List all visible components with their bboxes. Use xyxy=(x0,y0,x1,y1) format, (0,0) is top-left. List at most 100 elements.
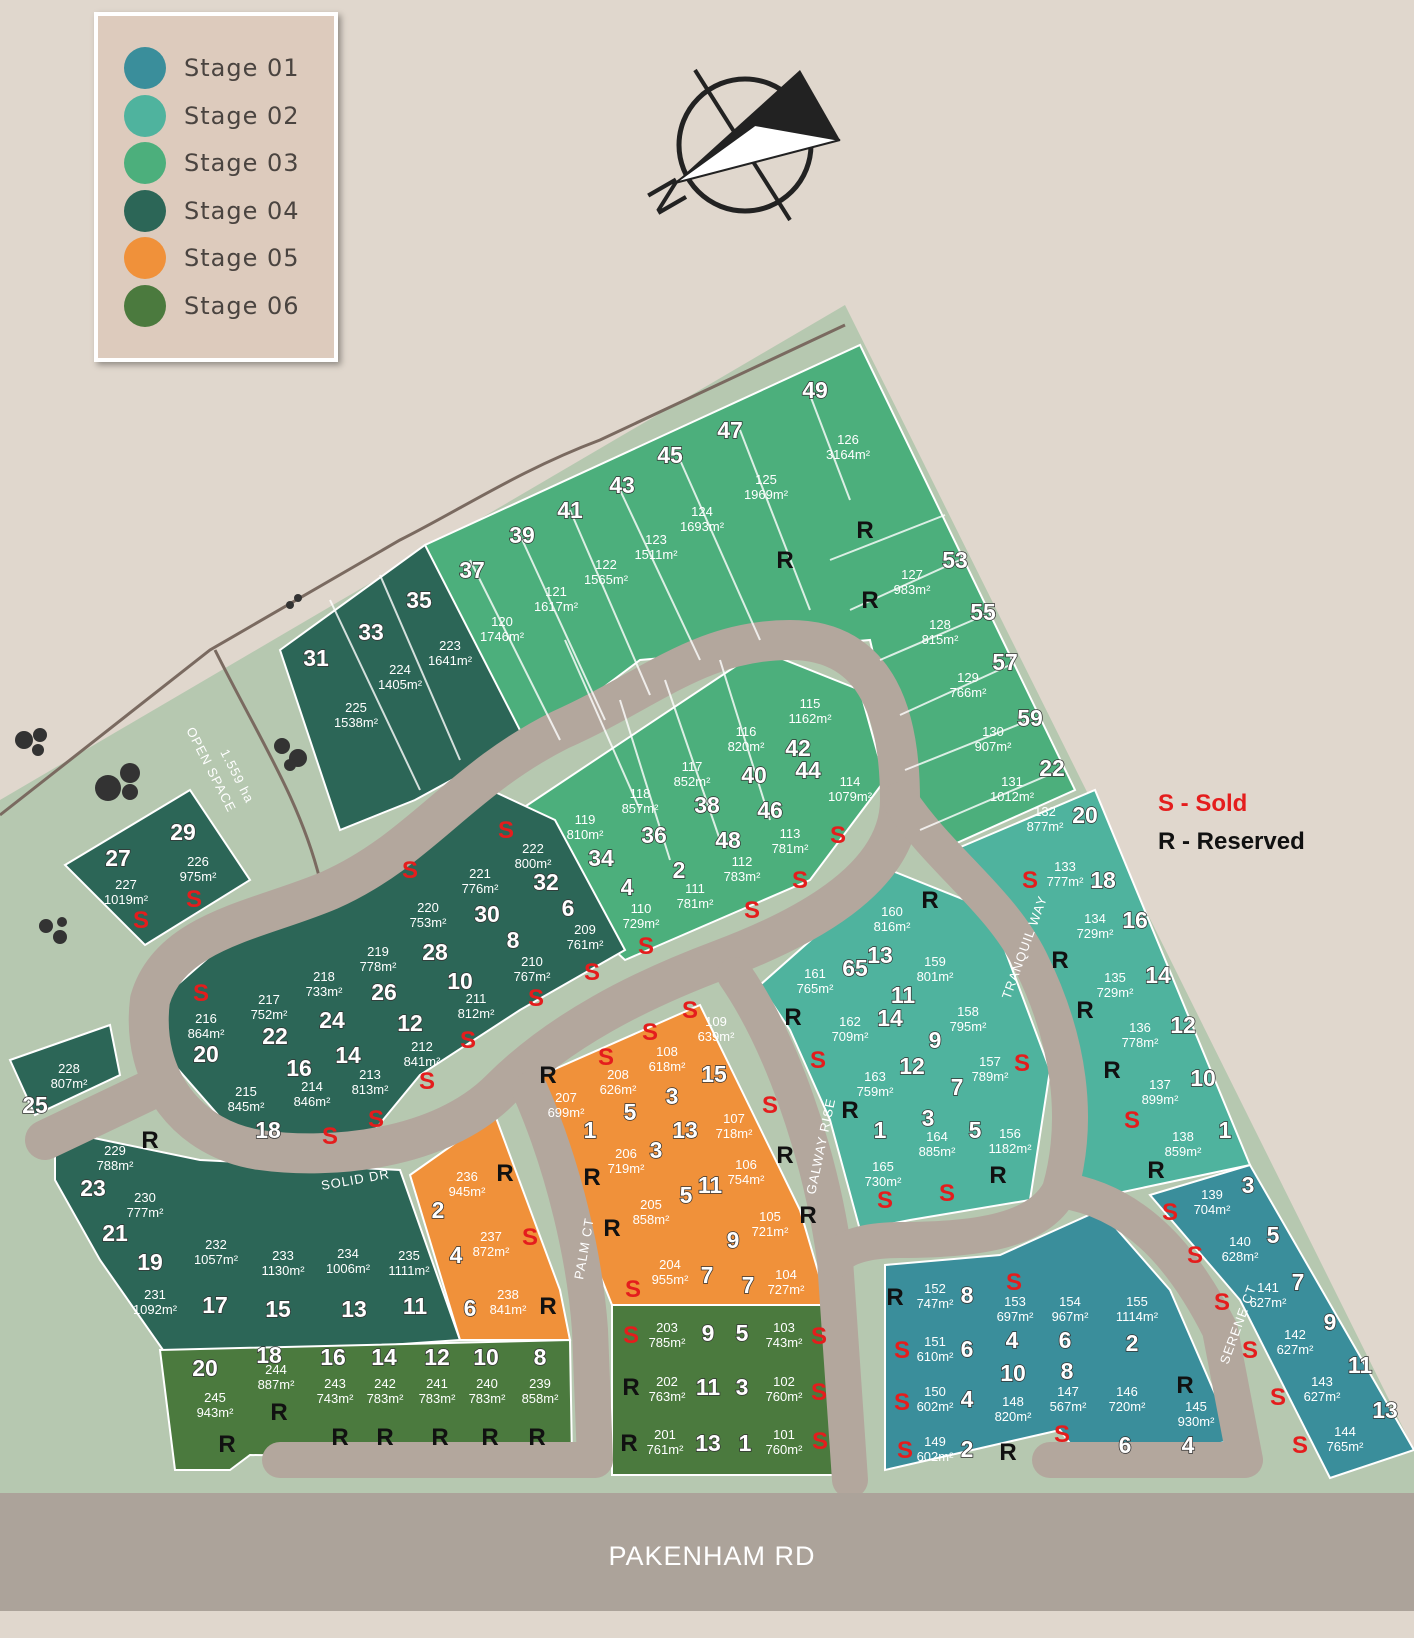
lot-238[interactable]: 238841m²6R xyxy=(463,1287,557,1322)
lot-159[interactable]: 159801m²11 xyxy=(890,954,954,1009)
lot-110[interactable]: 110729m²4S xyxy=(620,873,660,960)
lot-233[interactable]: 2331130m²15 xyxy=(261,1248,305,1323)
lot-135[interactable]: 135729m²14R xyxy=(1076,961,1171,1024)
lot-235[interactable]: 2351111m²11 xyxy=(388,1248,430,1320)
lot-239[interactable]: 239858m²8R xyxy=(522,1343,560,1451)
lot-123[interactable]: 1231511m²43 xyxy=(608,471,678,562)
lot-107[interactable]: 107718m²13S xyxy=(671,1092,778,1144)
lot-161[interactable]: 161765m²65R xyxy=(784,954,868,1031)
lot-108[interactable]: 108618m²3S xyxy=(642,1019,686,1110)
lot-160[interactable]: 160816m²13R xyxy=(866,887,938,969)
lot-138[interactable]: 138859m²1R xyxy=(1147,1116,1232,1184)
lot-111[interactable]: 111781m²2 xyxy=(672,856,714,911)
lot-128[interactable]: 128815m²55 xyxy=(922,598,997,647)
lot-201[interactable]: 201761m²13R xyxy=(620,1427,721,1457)
lot-142[interactable]: 142627m²9S xyxy=(1242,1308,1337,1364)
lot-164[interactable]: 164885m²3S xyxy=(919,1104,957,1207)
lot-219[interactable]: 219778m²26 xyxy=(360,944,398,1006)
lot-112[interactable]: 112783m²48S xyxy=(714,826,761,924)
lot-114[interactable]: 1141079m²44S xyxy=(794,756,873,849)
lot-204[interactable]: 204955m²7S xyxy=(625,1257,714,1303)
lot-136[interactable]: 136778m²12R xyxy=(1103,1011,1196,1084)
lot-227[interactable]: 2271019m²27S xyxy=(104,844,149,934)
lot-151[interactable]: 151610m²6S xyxy=(894,1334,974,1364)
lot-155[interactable]: 1551114m²2 xyxy=(1116,1294,1159,1357)
lot-205[interactable]: 205858m²5R xyxy=(603,1181,693,1242)
lot-148[interactable]: 148820m²10R xyxy=(995,1359,1033,1466)
lot-236[interactable]: 236945m²2R xyxy=(431,1160,514,1224)
lot-218[interactable]: 218733m²24 xyxy=(306,969,346,1034)
lot-165[interactable]: 165730m²1S xyxy=(865,1116,903,1214)
lot-124[interactable]: 1241693m²45 xyxy=(656,441,725,534)
lot-203[interactable]: 203785m²9S xyxy=(623,1319,715,1350)
lot-232[interactable]: 2321057m²17 xyxy=(194,1237,239,1319)
lot-222[interactable]: 222800m²32S xyxy=(498,817,560,896)
lot-220[interactable]: 220753m²28S xyxy=(402,857,449,966)
lot-244[interactable]: 244887m²18R xyxy=(255,1341,295,1426)
lot-144[interactable]: 144765m²13S xyxy=(1292,1396,1399,1459)
lot-102[interactable]: 102760m²3S xyxy=(735,1373,827,1406)
lot-121[interactable]: 1211617m²39 xyxy=(508,521,579,614)
lot-223[interactable]: 2231641m²35 xyxy=(405,586,473,668)
lot-226[interactable]: 226975m²29S xyxy=(169,818,217,913)
lot-115[interactable]: 1151162m²42 xyxy=(784,696,832,762)
lot-242[interactable]: 242783m²14R xyxy=(367,1343,405,1451)
lot-156[interactable]: 1561182m²5R xyxy=(968,1116,1033,1189)
lot-237[interactable]: 237872m²4S xyxy=(449,1224,538,1269)
lot-141[interactable]: 141627m²7S xyxy=(1214,1268,1305,1316)
lot-212[interactable]: 212841m²12S xyxy=(396,1009,441,1095)
lot-105[interactable]: 105721m²9R xyxy=(726,1202,817,1254)
lot-157[interactable]: 157789m²7S xyxy=(950,1050,1030,1101)
lot-140[interactable]: 140628m²5S xyxy=(1187,1221,1280,1269)
lot-126[interactable]: 1263164m²49R xyxy=(801,376,873,544)
lot-202[interactable]: 202763m²11R xyxy=(622,1373,721,1404)
lot-125[interactable]: 1251969m²47R xyxy=(716,416,793,574)
lot-101[interactable]: 101760m²1S xyxy=(738,1427,828,1457)
lot-162[interactable]: 162709m²14S xyxy=(810,1004,904,1074)
lot-211[interactable]: 211812m²10S xyxy=(446,967,495,1054)
lot-225[interactable]: 2251538m²31 xyxy=(302,644,379,730)
lot-130[interactable]: 130907m²59 xyxy=(975,704,1044,754)
lot-163[interactable]: 163759m²12R xyxy=(841,1052,925,1124)
lot-231[interactable]: 2311092m²19 xyxy=(133,1248,178,1317)
lot-103[interactable]: 103743m²5S xyxy=(735,1319,827,1350)
lot-158[interactable]: 158795m²9 xyxy=(928,1004,987,1054)
lot-217[interactable]: 217752m²22 xyxy=(251,992,289,1050)
lot-216[interactable]: 216864m²20S xyxy=(188,980,226,1068)
lot-106[interactable]: 106754m²11R xyxy=(697,1142,794,1199)
lot-214[interactable]: 214846m²16S xyxy=(285,1054,338,1150)
lot-153[interactable]: 153697m²4S xyxy=(997,1269,1035,1354)
lot-122[interactable]: 1221565m²41 xyxy=(556,496,629,587)
lot-234[interactable]: 2341006m²13 xyxy=(326,1246,371,1323)
lot-207[interactable]: 207699m²1R xyxy=(539,1062,597,1144)
lot-154[interactable]: 154967m²6 xyxy=(1052,1294,1090,1354)
lot-224[interactable]: 2241405m²33 xyxy=(357,618,423,692)
lot-117[interactable]: 117852m²38 xyxy=(674,759,721,819)
lot-147[interactable]: 147567m²8S xyxy=(1050,1357,1088,1448)
lot-139[interactable]: 139704m²3S xyxy=(1162,1171,1255,1226)
lot-146[interactable]: 146720m²6 xyxy=(1109,1384,1147,1459)
lot-209[interactable]: 209761m²6S xyxy=(561,894,604,986)
lot-127[interactable]: 127983m²53R xyxy=(861,546,968,614)
lot-230[interactable]: 230777m²21 xyxy=(101,1190,164,1247)
lot-206[interactable]: 206719m²3R xyxy=(583,1136,663,1191)
lot-145[interactable]: 145930m²4R xyxy=(1176,1372,1215,1459)
lot-137[interactable]: 137899m²10S xyxy=(1124,1064,1217,1134)
lot-215[interactable]: 215845m²18 xyxy=(228,1084,282,1144)
lot-129[interactable]: 129766m²57 xyxy=(950,648,1019,700)
lot-229[interactable]: 229788m²23R xyxy=(79,1127,158,1202)
lot-134[interactable]: 134729m²16R xyxy=(1051,906,1148,974)
lot-208[interactable]: 208626m²5S xyxy=(598,1044,637,1126)
lot-243[interactable]: 243743m²16R xyxy=(317,1343,355,1451)
lot-221[interactable]: 221776m²30 xyxy=(462,866,501,928)
lot-240[interactable]: 240783m²10R xyxy=(469,1343,507,1451)
lot-228[interactable]: 228807m²25 xyxy=(21,1061,88,1119)
lot-104[interactable]: 104727m²7 xyxy=(741,1267,805,1299)
lot-118[interactable]: 118857m²36 xyxy=(622,786,668,849)
lot-133[interactable]: 133777m²18S xyxy=(1022,859,1117,894)
lot-132[interactable]: 132877m²20 xyxy=(1027,801,1099,834)
lot-213[interactable]: 213813m²14S xyxy=(334,1041,389,1133)
lot-109[interactable]: 109639m²15S xyxy=(682,997,735,1088)
lot-120[interactable]: 1201746m²37 xyxy=(458,556,525,644)
lot-113[interactable]: 113781m²46S xyxy=(756,796,809,894)
